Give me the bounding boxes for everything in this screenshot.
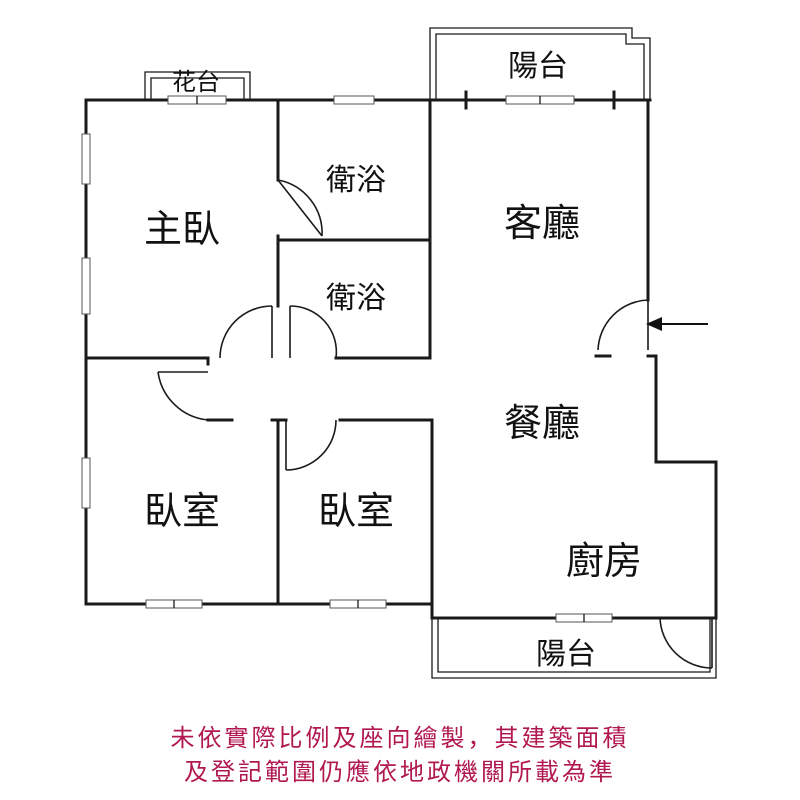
kitchen-label: 廚房 (566, 539, 642, 583)
bedroom-1-label: 臥室 (144, 489, 220, 533)
living-room-label: 客廳 (504, 201, 580, 245)
bathroom-2-label: 衛浴 (326, 281, 386, 316)
dining-room-label: 餐廳 (504, 401, 580, 445)
flower-bed (144, 71, 251, 100)
bedroom-2-label: 臥室 (318, 489, 394, 533)
arrow-left-icon (646, 317, 708, 331)
disclaimer-line-1: 未依實際比例及座向繪製，其建築面積 (170, 724, 630, 752)
doors (157, 179, 713, 669)
windows (81, 90, 616, 623)
flower-bed-label: 花台 (172, 68, 220, 96)
master-bedroom-label: 主臥 (144, 207, 220, 251)
balcony-bottom (431, 618, 717, 679)
balcony-bottom-label: 陽台 (536, 637, 596, 672)
balcony-top-label: 陽台 (508, 49, 568, 84)
disclaimer-line-2: 及登記範圍仍應依地政機關所載為準 (184, 758, 616, 786)
bathroom-1-label: 衛浴 (326, 163, 386, 198)
balcony-top (429, 27, 651, 100)
